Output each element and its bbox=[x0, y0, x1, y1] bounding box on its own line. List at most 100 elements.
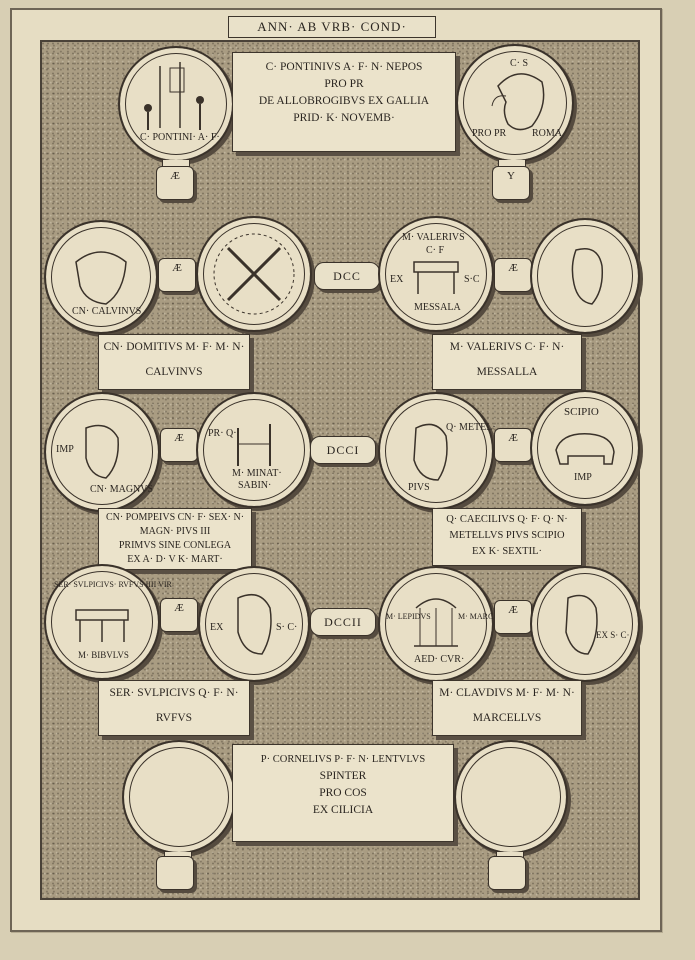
plaque-line: CN· DOMITIVS M· F· M· N· bbox=[103, 341, 245, 353]
coin-legend: S· C· bbox=[276, 622, 298, 633]
coin-legend: ROMA bbox=[532, 128, 563, 139]
year-label: DCCII bbox=[310, 608, 376, 636]
coin-pontinius-obverse: C· PONTINI· A· F· bbox=[118, 46, 234, 162]
plaque-line: EX K· SEXTIL· bbox=[472, 546, 542, 557]
coin-scipio-elephant: SCIPIO IMP bbox=[530, 390, 640, 506]
header-tab: ANN· AB VRB· COND· bbox=[228, 16, 436, 38]
plaque-line: P· CORNELIVS P· F· N· LENTVLVS bbox=[260, 754, 426, 765]
coin-legend: S·C bbox=[464, 274, 480, 285]
coin-legend: SER· SVLPICIVS· RVFVS IIII VIR bbox=[54, 580, 172, 589]
plaque-line: MARCELLVS bbox=[472, 712, 542, 724]
wreath-emblem-icon bbox=[213, 233, 295, 315]
metal-tag: Æ bbox=[494, 258, 532, 292]
coin-minatius-reverse: PR· Q· M· MINAT· SABIN· bbox=[196, 392, 312, 508]
plaque-line: C· PONTINIVS A· F· N· NEPOS bbox=[265, 61, 423, 73]
plaque-line: PRIMVS SINE CONLEGA bbox=[118, 540, 232, 551]
female-bust-icon bbox=[565, 594, 598, 655]
helmeted-head-icon bbox=[75, 251, 127, 305]
plaque-line: SPINTER bbox=[319, 770, 367, 782]
curule-chair-icon bbox=[413, 261, 459, 294]
plaque-line: SER· SVLPICIVS Q· F· N· bbox=[109, 687, 239, 699]
blank-tag bbox=[488, 856, 526, 890]
coin-legend: EX bbox=[210, 622, 224, 633]
plaque-line: MESSALLA bbox=[476, 366, 538, 378]
coin-legend: M· LEPIDVS bbox=[386, 612, 431, 621]
plaque-line: CN· POMPEIVS CN· F· SEX· N· bbox=[105, 512, 245, 523]
metal-tag: Æ bbox=[160, 598, 198, 632]
coin-legend: PRO PR bbox=[472, 128, 507, 139]
coin-legend: C· PONTINI· A· F· bbox=[140, 132, 220, 143]
magistrate-plaque-domitius: CN· DOMITIVS M· F· M· N· CALVINVS bbox=[98, 334, 250, 390]
plaque-line: Q· CAECILIVS Q· F· Q· N· bbox=[446, 514, 568, 525]
year-label: DCCI bbox=[310, 436, 376, 464]
plaque-line: EX CILICIA bbox=[312, 804, 374, 816]
magistrate-plaque-claudius: M· CLAVDIVS M· F· M· N· MARCELLVS bbox=[432, 680, 582, 736]
plaque-line: PRO COS bbox=[319, 787, 367, 799]
metal-tag: Æ bbox=[158, 258, 196, 292]
chairs-icon bbox=[75, 609, 129, 642]
plaque-line: MAGN· PIVS III bbox=[139, 526, 211, 537]
coin-legend: SCIPIO bbox=[564, 406, 599, 418]
plaque-line: CALVINVS bbox=[145, 366, 203, 378]
plaque-line: RVFVS bbox=[155, 712, 193, 724]
coin-calvinus-reverse bbox=[196, 216, 312, 332]
male-head-icon bbox=[85, 424, 119, 479]
metal-tag: Æ bbox=[494, 428, 532, 462]
metal-tag: Æ bbox=[494, 600, 532, 634]
temple-icon bbox=[414, 598, 458, 647]
coin-legend: MESSALA bbox=[414, 302, 461, 313]
coin-temple-reverse: M· LEPIDVS M· MARCELL· AED· CVR· bbox=[378, 566, 511, 682]
magistrate-plaque-pompeius: CN· POMPEIVS CN· F· SEX· N· MAGN· PIVS I… bbox=[98, 508, 252, 570]
magistrate-plaque-caecilius: Q· CAECILIVS Q· F· Q· N· METELLVS PIVS S… bbox=[432, 508, 582, 566]
plaque-line: METELLVS PIVS SCIPIO bbox=[449, 530, 565, 541]
coin-veiled-head: EX S· C· bbox=[198, 566, 310, 682]
blank-tag bbox=[156, 856, 194, 890]
coin-legend: M· MARCELL· bbox=[458, 612, 511, 621]
veiled-head-icon bbox=[237, 593, 272, 655]
coin-roma-head: C· S PRO PR ROMA bbox=[456, 44, 574, 162]
metal-tag: Æ bbox=[156, 166, 194, 200]
coin-messala-head bbox=[530, 218, 640, 334]
helmeted-head-icon bbox=[491, 73, 545, 131]
plaque-line: M· VALERIVS C· F· N· bbox=[449, 341, 565, 353]
coin-legend: IMP bbox=[574, 472, 592, 483]
coin-legend: CN· CALVINVS bbox=[72, 306, 142, 317]
year-label: DCC bbox=[314, 262, 380, 290]
coin-legend: EX S· C· bbox=[596, 630, 630, 640]
coin-legend: PIVS bbox=[408, 482, 430, 493]
coin-legend: M· BIBVLVS bbox=[78, 650, 129, 660]
magistrate-plaque-valerius: M· VALERIVS C· F· N· MESSALLA bbox=[432, 334, 582, 390]
plaque-line: DE ALLOBROGIBVS EX GALLIA bbox=[258, 95, 430, 107]
trophy-figures-icon bbox=[144, 62, 204, 130]
elephant-icon bbox=[555, 433, 615, 465]
coin-calvinus-head: CN· CALVINVS bbox=[44, 220, 158, 334]
magistrate-plaque-lentulus: P· CORNELIVS P· F· N· LENTVLVS SPINTER P… bbox=[232, 744, 454, 842]
coin-legend: EX bbox=[390, 274, 404, 285]
coin-legend: M· MINAT· bbox=[232, 468, 282, 479]
coin-legend: CN· MAGNVS bbox=[90, 484, 154, 495]
metal-tag: Æ bbox=[160, 428, 198, 462]
coin-legend: Q· METEL· bbox=[446, 422, 496, 433]
coin-legend: C· S bbox=[510, 58, 529, 69]
coin-legend: PR· Q· bbox=[208, 428, 237, 439]
coin-blank-left bbox=[122, 740, 236, 854]
coin-legend: C· F bbox=[426, 245, 445, 256]
bearded-head-icon bbox=[413, 423, 448, 481]
coin-blank-right bbox=[454, 740, 568, 854]
magistrate-plaque-sulpicius: SER· SVLPICIVS Q· F· N· RVFVS bbox=[98, 680, 250, 736]
coin-messala-reverse: M· VALERIVS C· F EX S·C MESSALA bbox=[378, 216, 494, 332]
metal-tag: Y bbox=[492, 166, 530, 200]
plaque-line: M· CLAVDIVS M· F· M· N· bbox=[439, 687, 575, 699]
plaque-line: EX A· D· V K· MART· bbox=[127, 554, 223, 565]
magistrate-plaque-pontinius: C· PONTINIVS A· F· N· NEPOS PRO PR DE AL… bbox=[232, 52, 456, 152]
coin-sulpicius-reverse: SER· SVLPICIVS· RVFVS IIII VIR M· BIBVLV… bbox=[44, 564, 172, 680]
female-head-icon bbox=[571, 248, 604, 305]
coin-legend: SABIN· bbox=[238, 480, 272, 491]
plaque-line: PRID· K· NOVEMB· bbox=[293, 112, 395, 124]
coin-legend: IMP bbox=[56, 444, 74, 455]
figures-scene-icon bbox=[237, 424, 271, 466]
coin-legend: AED· CVR· bbox=[414, 654, 465, 665]
coin-legend: M· VALERIVS bbox=[402, 232, 465, 243]
coin-female-bust: EX S· C· bbox=[530, 566, 640, 682]
coin-pompeius-head: IMP CN· MAGNVS bbox=[44, 392, 160, 512]
